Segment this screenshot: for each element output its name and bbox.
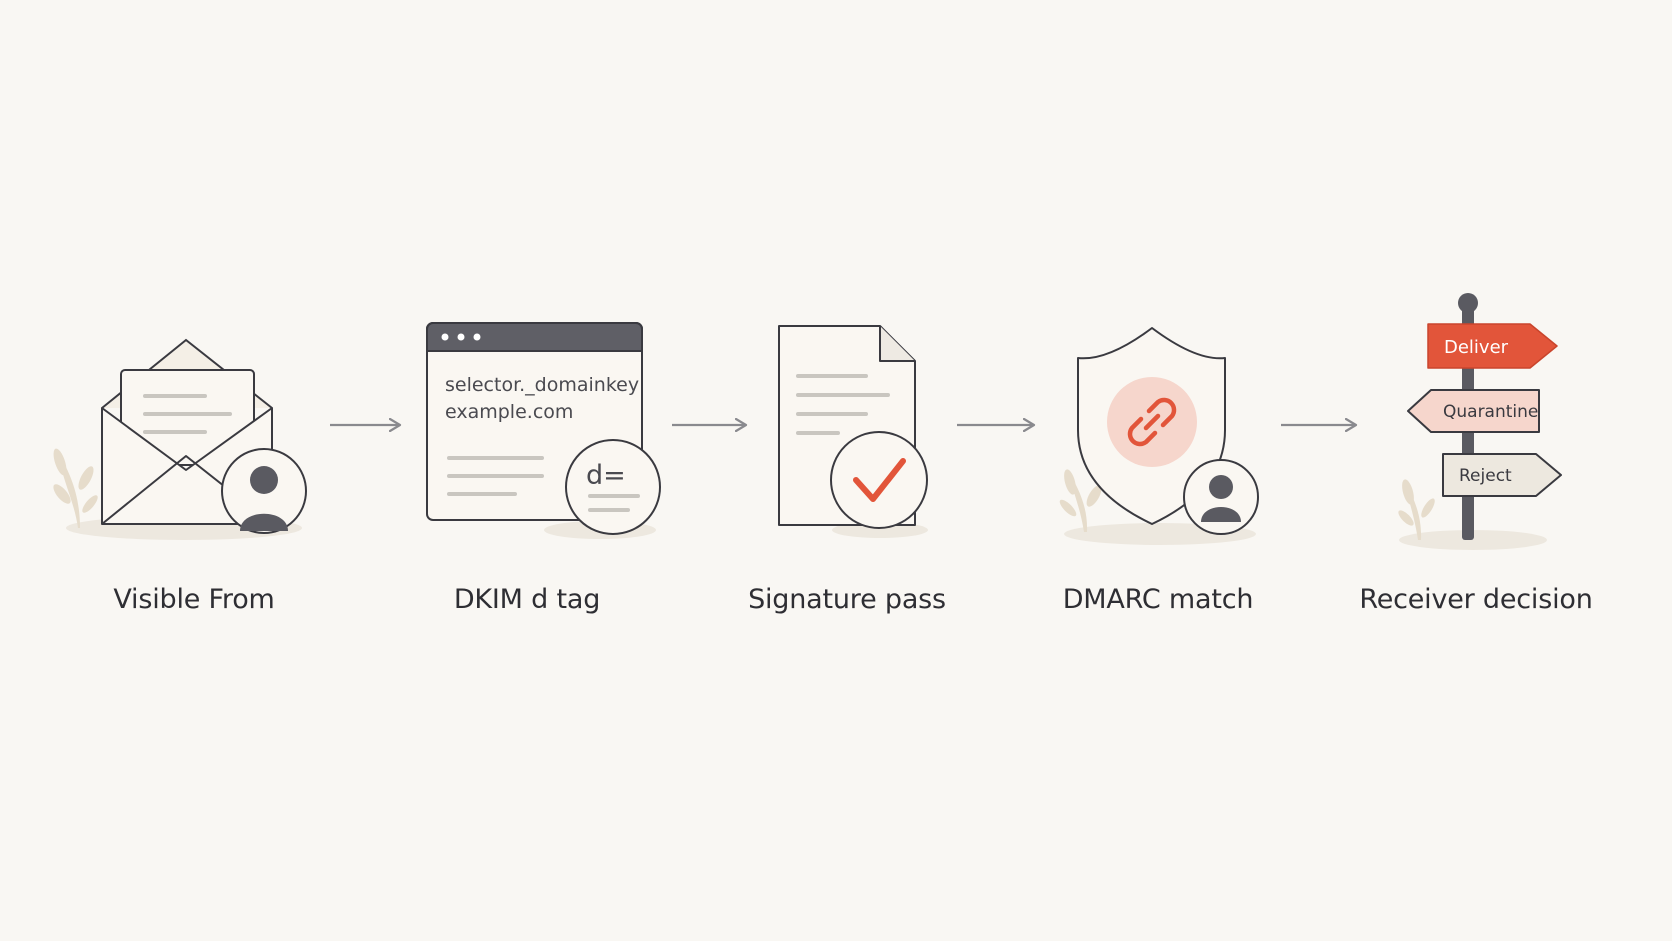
- plant-icon: [1398, 479, 1435, 540]
- reject-sign: [1442, 453, 1562, 497]
- quarantine-label: Quarantine: [1443, 402, 1538, 422]
- dkim-domain-text: example.com: [445, 401, 573, 423]
- step-label-signature-pass: Signature pass: [748, 584, 946, 615]
- deliver-label: Deliver: [1444, 337, 1509, 358]
- envelope-user-icon: [53, 338, 307, 540]
- signpost-icon: Deliver Quarantine Reject: [1398, 293, 1562, 550]
- link-icon: [1127, 397, 1177, 447]
- step-label-visible-from: Visible From: [113, 584, 275, 615]
- shield-link-icon: [1059, 327, 1259, 545]
- plant-icon: [1059, 469, 1102, 532]
- reject-label: Reject: [1459, 466, 1512, 486]
- plant-icon: [53, 448, 98, 528]
- checkmark-icon: [853, 458, 906, 502]
- signed-document-icon: [778, 325, 928, 538]
- d-tag-text: d=: [586, 460, 626, 491]
- step-label-dkim-d-tag: DKIM d tag: [453, 584, 601, 615]
- browser-window-icon: selector._domainkey example.com d=: [426, 322, 661, 539]
- quarantine-sign: [1407, 389, 1540, 433]
- dkim-selector-text: selector._domainkey: [445, 374, 639, 396]
- step-label-dmarc-match: DMARC match: [1062, 584, 1254, 615]
- deliver-sign: [1427, 323, 1558, 369]
- step-label-receiver-decision: Receiver decision: [1359, 584, 1593, 615]
